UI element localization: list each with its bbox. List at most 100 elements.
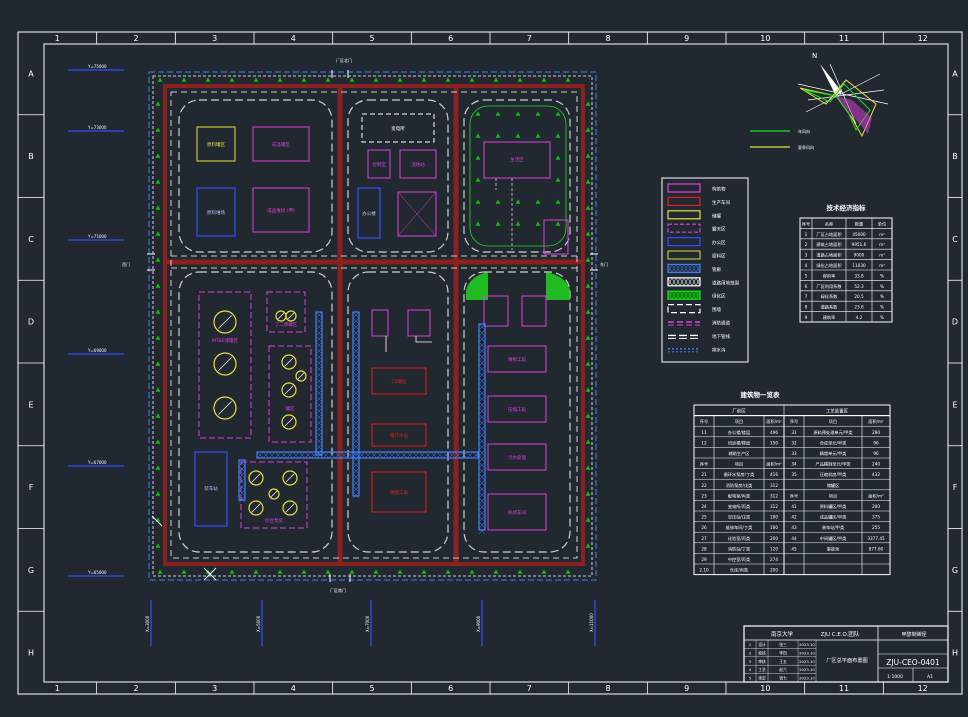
tech-table-cell: 4.2 bbox=[856, 315, 863, 320]
trees bbox=[155, 77, 591, 574]
block-substation: 变电所 bbox=[361, 113, 435, 143]
tree-icon bbox=[565, 569, 571, 574]
tank-icon bbox=[213, 310, 237, 334]
tree-icon bbox=[585, 283, 591, 288]
svg-text:厂区南门: 厂区南门 bbox=[330, 587, 346, 593]
tree-icon bbox=[475, 199, 481, 204]
tree-icon bbox=[541, 77, 547, 82]
tree-icon bbox=[205, 77, 211, 82]
tree-icon bbox=[493, 77, 499, 82]
block-distillation: 精馏工段 bbox=[371, 471, 427, 513]
x-marker-label: X=3000 bbox=[145, 615, 150, 632]
tech-table-cell: 9000 bbox=[854, 253, 865, 258]
list-table-cell: 29 bbox=[701, 557, 707, 562]
tree-icon bbox=[585, 517, 591, 522]
tech-table-cell: 11030 bbox=[852, 263, 866, 268]
tree-icon bbox=[585, 101, 591, 106]
tree-icon bbox=[585, 543, 591, 548]
grid-col-label: 2 bbox=[133, 684, 138, 693]
tree-icon bbox=[155, 543, 161, 548]
tech-table-cell: m² bbox=[879, 242, 885, 247]
grid-col-label: 5 bbox=[369, 34, 374, 43]
list-table-cell: 配电室/丙类 bbox=[728, 492, 751, 499]
title-block-cell: 校核 bbox=[758, 650, 766, 655]
tech-table-cell: 45000 bbox=[852, 232, 866, 237]
list-table-cell: 150 bbox=[770, 440, 778, 445]
team-name: ZJU C.E.O.团队 bbox=[821, 630, 860, 638]
tree-icon bbox=[515, 221, 521, 226]
tree-icon bbox=[585, 491, 591, 496]
grid-row-label: F bbox=[953, 483, 958, 492]
drawing-title: 厂区总平面布置图 bbox=[826, 656, 868, 664]
grid-row-label: F bbox=[29, 483, 34, 492]
tree-icon bbox=[535, 221, 541, 226]
svg-text:东门: 东门 bbox=[600, 261, 608, 267]
tech-table-cell: 厂区利用系数 bbox=[816, 283, 842, 290]
list-table-cell: 280 bbox=[872, 430, 880, 435]
tank-icon bbox=[295, 370, 307, 382]
tree-icon bbox=[495, 199, 501, 204]
title-block-cell: 赵六 bbox=[779, 667, 787, 672]
tree-icon bbox=[155, 179, 161, 184]
tree-icon bbox=[349, 569, 355, 574]
gate-labels: 厂区北门 厂区南门 东门 西门 bbox=[122, 57, 608, 593]
tree-icon bbox=[155, 127, 161, 132]
tank-icon bbox=[248, 500, 264, 516]
list-table-cell: 26 bbox=[701, 525, 707, 530]
grid-col-label: 12 bbox=[918, 34, 928, 43]
tech-table-cell: 道路系数 bbox=[821, 304, 839, 311]
grid-row-label: A bbox=[952, 69, 958, 78]
tank-icon bbox=[213, 396, 237, 420]
list-table-cell: 28 bbox=[701, 546, 707, 551]
x-marker-label: X=9000 bbox=[476, 615, 481, 632]
tree-icon bbox=[301, 569, 307, 574]
list-table-cell: 42 bbox=[791, 515, 797, 520]
y-marker-label: Y=75000 bbox=[87, 64, 107, 69]
tech-table-cell: 4 bbox=[805, 263, 808, 268]
tech-table-cell: 23.6 bbox=[854, 305, 864, 310]
legend-item-label: 道路用地范围 bbox=[712, 279, 739, 286]
list-table-cell: 压缩机房/甲类 bbox=[820, 471, 847, 478]
tree-icon bbox=[155, 465, 161, 470]
svg-text:生活区: 生活区 bbox=[510, 156, 524, 163]
tech-table-cell: 名称 bbox=[825, 220, 833, 227]
tree-icon bbox=[445, 77, 451, 82]
list-table-cell: 成品罐区/甲类 bbox=[820, 514, 847, 521]
tree-icon bbox=[585, 335, 591, 340]
svg-text:综合泵房: 综合泵房 bbox=[265, 517, 283, 524]
list-table-cell: 44 bbox=[791, 536, 797, 541]
x-marker-label: X=11000 bbox=[589, 613, 594, 632]
title-block-cell: 1 bbox=[749, 642, 752, 647]
svg-text:夏季风向: 夏季风向 bbox=[798, 144, 814, 150]
pipe-racks bbox=[238, 311, 486, 535]
tech-table-cell: m² bbox=[879, 232, 885, 237]
list-table-cell: 120 bbox=[770, 546, 778, 551]
list-table-cell: 储罐区 bbox=[827, 482, 840, 489]
list-table-cell: 33 bbox=[791, 451, 797, 456]
svg-text:精制工段: 精制工段 bbox=[508, 356, 526, 363]
svg-text:办公楼: 办公楼 bbox=[362, 210, 376, 217]
tech-table-cell: % bbox=[880, 294, 884, 299]
tank-icon bbox=[282, 500, 298, 516]
svg-text:年风向: 年风向 bbox=[798, 128, 810, 134]
tree-icon bbox=[555, 199, 561, 204]
legend-box: 构筑物生产车间储罐露天区办公区原料区管廊道路用地范围绿化区围墙消防通道地下管线排… bbox=[661, 177, 749, 363]
list-table-cell: 原料预处理单元/甲类 bbox=[813, 429, 853, 436]
list-table-cell: 25 bbox=[701, 515, 707, 520]
legend-item-label: 原料区 bbox=[712, 253, 726, 260]
grid-col-label: 10 bbox=[760, 684, 770, 693]
tree-icon bbox=[475, 155, 481, 160]
tech-table-cell: 8 bbox=[805, 305, 808, 310]
wind-legend: 年风向 夏季风向 bbox=[750, 128, 814, 150]
grid-row-label: D bbox=[28, 318, 34, 327]
compass-rose: N bbox=[797, 52, 889, 138]
tree-icon bbox=[157, 569, 163, 574]
tree-icon bbox=[535, 111, 541, 116]
list-table-cell: 23 bbox=[701, 493, 707, 498]
list-table-cell: 面积/m² bbox=[868, 418, 884, 425]
svg-text:厂区北门: 厂区北门 bbox=[336, 57, 352, 63]
grid-col-label: 7 bbox=[527, 684, 532, 693]
tree-icon bbox=[555, 221, 561, 226]
grid-col-label: 10 bbox=[760, 34, 770, 43]
